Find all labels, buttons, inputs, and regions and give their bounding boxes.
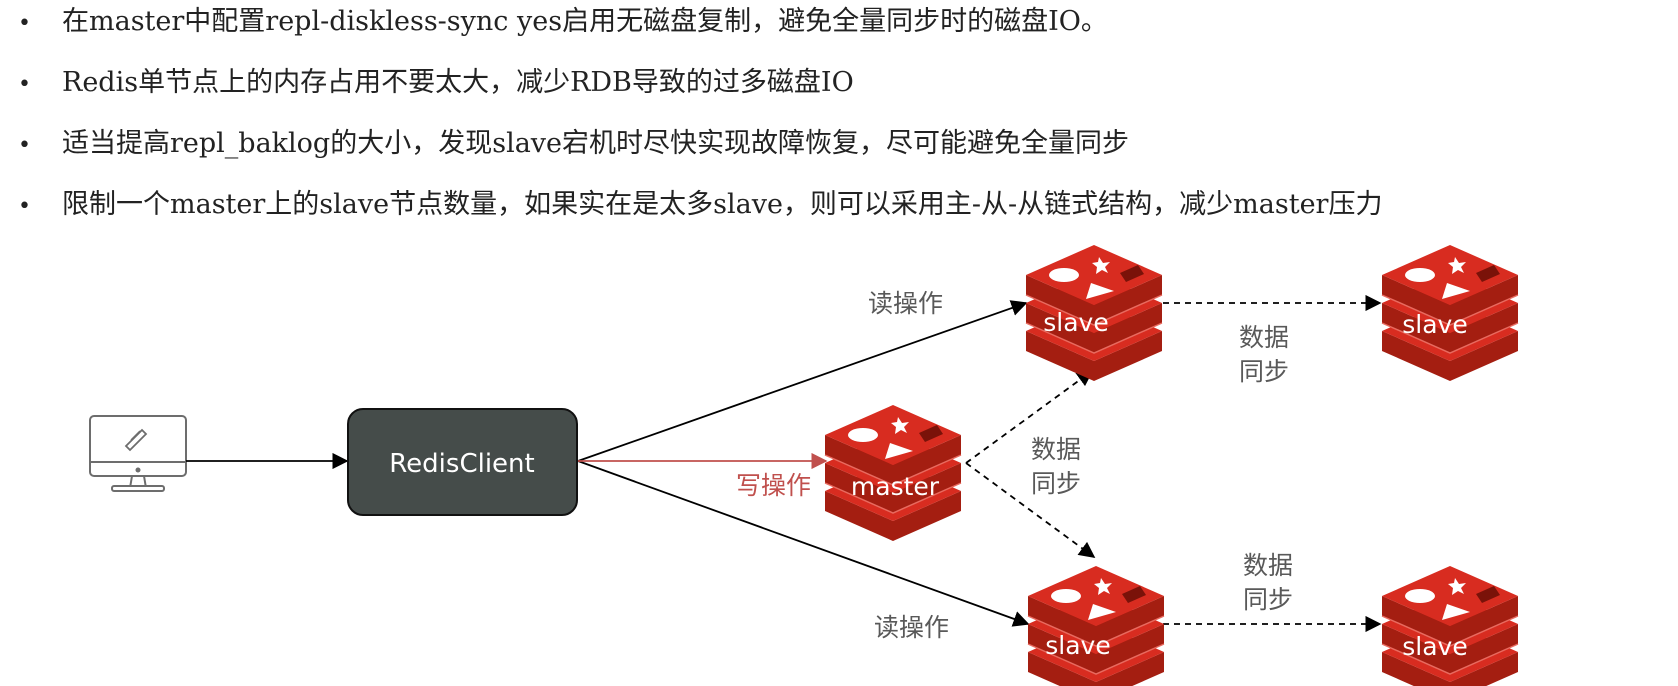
- redis-logo: [1027, 565, 1165, 686]
- master-label: master: [851, 472, 940, 501]
- redis-logo: [1381, 565, 1519, 686]
- slave-label: slave: [1043, 308, 1108, 337]
- redis-client-box: RedisClient: [347, 408, 578, 516]
- read-label-bottom: 读操作: [874, 613, 949, 642]
- sync-label-master: 数据 同步: [1031, 435, 1081, 498]
- bullet-text: 适当提高repl_baklog的大小，发现slave宕机时尽快实现故障恢复，尽可…: [62, 128, 1130, 159]
- read-arrow-bottom: [577, 460, 1030, 627]
- write-label: 写操作: [736, 471, 811, 500]
- bullet-text: 限制一个master上的slave节点数量，如果实在是太多slave，则可以采用…: [62, 189, 1383, 220]
- bullet-item: •限制一个master上的slave节点数量，如果实在是太多slave，则可以采…: [18, 185, 1382, 225]
- bullet-text: Redis单节点上的内存占用不要太大，减少RDB导致的过多磁盘IO: [62, 67, 854, 98]
- svg-text:同步: 同步: [1031, 469, 1081, 498]
- client-label: RedisClient: [389, 449, 534, 479]
- svg-text:数据: 数据: [1239, 323, 1289, 352]
- svg-text:数据: 数据: [1031, 435, 1081, 464]
- bullet-item: •适当提高repl_baklog的大小，发现slave宕机时尽快实现故障恢复，尽…: [18, 124, 1129, 164]
- slave-node-bottom: slave: [1027, 565, 1165, 686]
- svg-text:同步: 同步: [1243, 585, 1293, 614]
- bullet-item: •Redis单节点上的内存占用不要太大，减少RDB导致的过多磁盘IO: [18, 63, 854, 103]
- computer-icon: [89, 415, 187, 492]
- sync-label-bottom-chain: 数据 同步: [1243, 551, 1293, 614]
- slave-node-top: slave: [1025, 244, 1163, 382]
- sync-label-top-chain: 数据 同步: [1239, 323, 1289, 386]
- master-node: master: [824, 404, 962, 542]
- slave-label: slave: [1402, 310, 1467, 339]
- slave-label: slave: [1045, 631, 1110, 660]
- read-label-top: 读操作: [868, 289, 943, 318]
- bullet-text: 在master中配置repl-diskless-sync yes启用无磁盘复制，…: [62, 6, 1108, 37]
- sync-arrow-master-top: [965, 370, 1094, 464]
- svg-text:同步: 同步: [1239, 357, 1289, 386]
- slave-label: slave: [1402, 632, 1467, 661]
- slave-node-bottom-right: slave: [1381, 565, 1519, 686]
- read-arrow-top: [577, 300, 1028, 462]
- sync-arrow-master-bottom: [965, 462, 1096, 558]
- svg-text:数据: 数据: [1243, 551, 1293, 580]
- slave-node-top-right: slave: [1381, 244, 1519, 382]
- bullet-item: •在master中配置repl-diskless-sync yes启用无磁盘复制…: [18, 2, 1108, 42]
